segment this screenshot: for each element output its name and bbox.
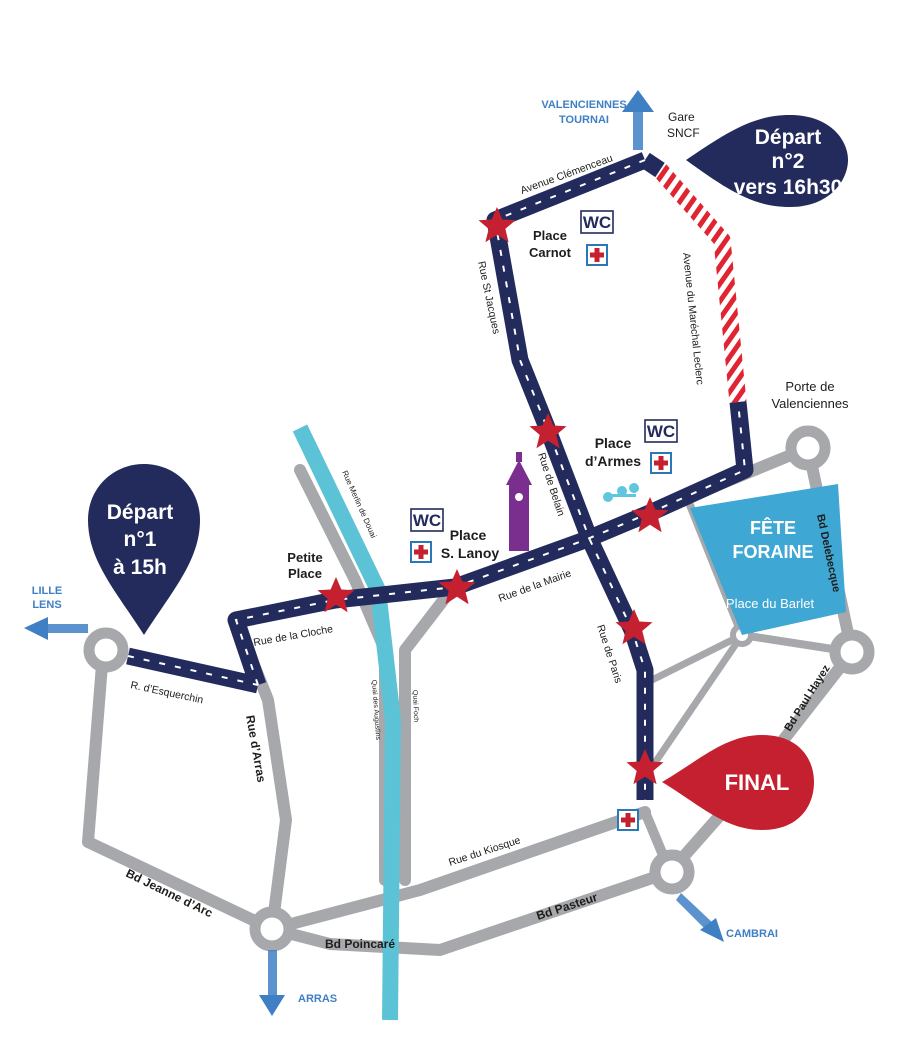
svg-text:vers 16h30: vers 16h30 (734, 176, 843, 199)
svg-text:d’Armes: d’Armes (585, 453, 641, 469)
roundabouts (83, 425, 875, 952)
svg-text:LILLE: LILLE (32, 585, 63, 597)
svg-text:Valenciennes: Valenciennes (771, 396, 849, 411)
wc-armes: WC (644, 419, 678, 443)
svg-text:Place: Place (450, 527, 487, 543)
svg-text:Carnot: Carnot (529, 245, 572, 260)
svg-text:LENS: LENS (32, 599, 61, 611)
svg-text:Bd Poincaré: Bd Poincaré (325, 937, 395, 951)
svg-text:TOURNAI: TOURNAI (559, 114, 609, 126)
route-gare (640, 152, 665, 178)
direction-labels: VALENCIENNES TOURNAI LILLE LENS CAMBRAI … (32, 99, 778, 1005)
road-bd-jeanne-darc (82, 646, 278, 935)
belfry-icon (506, 452, 532, 551)
wc-markers: WC WC WC (410, 210, 678, 532)
svg-text:R. d’Esquerchin: R. d’Esquerchin (129, 679, 204, 706)
route-main-north-south (486, 152, 654, 800)
svg-text:Porte de: Porte de (785, 379, 834, 394)
route-arrows (127, 159, 747, 800)
wc-lanoy: WC (410, 508, 444, 532)
svg-text:FORAINE: FORAINE (733, 542, 814, 562)
roundabout-cambrai (649, 849, 695, 895)
parade-route (126, 152, 754, 800)
svg-text:Bd Paul Hayez: Bd Paul Hayez (782, 663, 833, 734)
svg-text:Rue de la Cloche: Rue de la Cloche (252, 623, 334, 649)
depart-2-marker: Départ n°2 vers 16h30 (686, 115, 848, 207)
route-leclerc-hatched (653, 164, 747, 403)
svg-text:SNCF: SNCF (667, 126, 700, 140)
depart-1-marker: Départ n°1 à 15h (88, 464, 200, 635)
place-labels: Gare SNCF Place Carnot Place d’Armes Pla… (287, 110, 849, 581)
svg-text:WC: WC (583, 213, 611, 232)
first-aid-icon (410, 541, 432, 563)
svg-text:Quai des Augustins: Quai des Augustins (370, 680, 381, 741)
svg-text:FINAL: FINAL (725, 770, 790, 795)
arrow-lille (24, 617, 88, 640)
svg-text:Départ: Départ (107, 501, 174, 524)
svg-text:Avenue du Maréchal Leclerc: Avenue du Maréchal Leclerc (680, 252, 706, 385)
roundabout-hayez (829, 629, 875, 675)
road-quai-foch (399, 579, 461, 886)
fete-foraine-area (690, 484, 846, 635)
svg-text:Quai Foch: Quai Foch (411, 690, 419, 723)
wc-carnot: WC (580, 210, 614, 234)
svg-text:Place: Place (533, 228, 567, 243)
svg-text:Bd Pasteur: Bd Pasteur (535, 890, 600, 923)
roundabout-arras (249, 906, 295, 952)
svg-text:Petite: Petite (287, 550, 322, 565)
svg-text:Départ: Départ (755, 126, 822, 149)
road-rue-du-kiosque (266, 806, 651, 935)
svg-text:n°1: n°1 (124, 528, 157, 551)
svg-text:Place: Place (288, 566, 322, 581)
svg-text:WC: WC (413, 511, 441, 530)
svg-text:Gare: Gare (668, 110, 695, 124)
svg-text:S. Lanoy: S. Lanoy (441, 545, 500, 561)
arrow-valenciennes (622, 90, 654, 150)
direction-arrows (24, 90, 724, 1016)
first-aid-icon (617, 809, 639, 831)
svg-text:Rue de Paris: Rue de Paris (594, 623, 624, 684)
river (292, 424, 401, 1021)
roundabout-porte-valenciennes (785, 425, 831, 471)
svg-text:Place: Place (595, 435, 632, 451)
first-aid-icon (650, 452, 672, 474)
svg-text:à 15h: à 15h (113, 556, 167, 579)
roundabout-lille (83, 627, 129, 673)
arrow-arras (259, 950, 285, 1016)
first-aid-icon (586, 244, 608, 266)
svg-text:n°2: n°2 (772, 150, 805, 173)
svg-text:FÊTE: FÊTE (750, 517, 796, 538)
svg-text:ARRAS: ARRAS (298, 993, 337, 1005)
svg-text:Rue d’Arras: Rue d’Arras (243, 714, 269, 784)
svg-text:VALENCIENNES: VALENCIENNES (541, 99, 626, 111)
svg-text:CAMBRAI: CAMBRAI (726, 928, 778, 940)
svg-text:WC: WC (647, 422, 675, 441)
fountain-icon (603, 483, 639, 502)
fete-foraine-label: FÊTE FORAINE Place du Barlet (726, 517, 815, 611)
arrow-cambrai (676, 893, 724, 942)
final-marker: FINAL (662, 735, 814, 830)
svg-text:Place du Barlet: Place du Barlet (726, 596, 815, 611)
